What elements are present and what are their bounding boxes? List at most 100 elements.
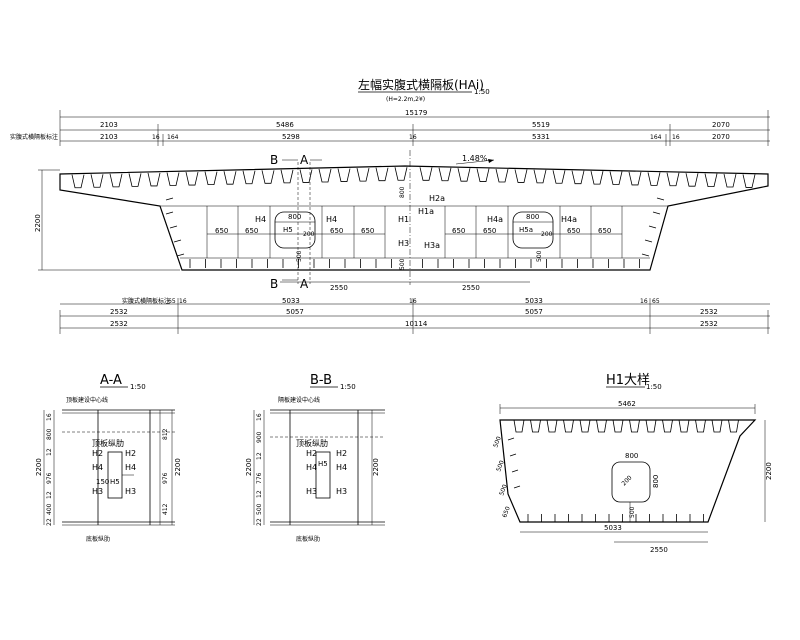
detail-h1: H1大样 1:50 5462 800 800 200 500 2200 5033… [492,373,773,554]
label-h4a-2: H4a [561,215,577,224]
label-h1: H1 [398,215,409,224]
bb-h5: H5 [318,460,328,468]
aa-d0: 16 [46,413,53,421]
web-tick [176,253,185,257]
cell-l4: 650 [361,227,374,235]
bb-d5: 500 [256,503,263,515]
h1-web-tick [511,469,519,473]
bdim-r0-f: 16 [640,298,648,305]
bdim-r1-a: 2532 [110,308,128,316]
dim-r2-b: 16 [152,134,160,141]
bb-d0: 16 [256,413,263,421]
h1-ld2: 500 [498,483,509,496]
bb-d1: 900 [256,431,263,443]
dim-r2-a: 2103 [100,133,118,141]
u-rib [666,172,680,187]
u-rib [457,168,471,182]
bb-height-r: 2200 [372,458,380,476]
web-tick [169,225,178,229]
h1-radius: 200 [620,474,633,487]
u-rib [318,168,332,183]
title-main: 左幅实腹式横隔板(HAi) [358,77,484,92]
aa-h2-l: H2 [92,449,103,458]
bb-height: 2200 [245,458,253,476]
aa-d6: 22 [46,518,53,526]
u-rib [280,169,294,184]
u-rib [242,170,256,185]
u-rib [723,173,737,188]
h1-bottom2: 2550 [650,546,668,554]
h1-u-rib [662,419,673,433]
h1-u-rib [579,419,591,433]
title-sub: (H=2.2m,2¥) [386,96,425,103]
u-rib [438,167,452,182]
cell-l3: 650 [330,227,343,235]
h1-scale: 1:50 [646,383,662,391]
h1-ld1: 500 [495,459,506,472]
u-rib [109,173,123,188]
bdim-r0-g: 65 [652,298,660,305]
h1-web-tick [513,485,521,489]
u-rib [419,167,433,181]
web-tick [641,253,650,257]
bb-title: B-B [310,373,332,388]
title-scale: 1:50 [474,88,490,96]
label-h5a: H5a [519,226,533,234]
dim-r2-f: 5331 [532,133,550,141]
dim-2550-r: 2550 [462,284,480,292]
top-dimension-lines: 15179 2103 5486 5519 2070 实腹式横隔板标注 2103 … [10,109,770,146]
u-rib [628,171,642,186]
main-cross-section [59,150,769,285]
main-labels: B A B A 1.48% 2200 H4 H4 H5 800 200 H1 H… [34,153,611,292]
label-h3: H3 [398,239,409,248]
h1-u-rib [728,419,739,433]
v500-left: 500 [296,250,303,262]
bb-h3-r: H3 [336,487,347,496]
u-rib [533,169,547,184]
h1-web-tick [509,453,517,457]
bdim-r2-b: 10114 [405,320,428,328]
height-label: 2200 [34,214,42,232]
web-tick [644,239,653,243]
bdim-r0-d: 16 [409,298,417,305]
cell-r4: 650 [598,227,611,235]
dim-r1-d: 2070 [712,121,730,129]
bdim-r2-a: 2532 [110,320,128,328]
bb-h4-r: H4 [336,463,347,472]
bdim-r1-b: 5057 [286,308,304,316]
cell-r2: 650 [483,227,496,235]
aa-d3: 976 [46,472,53,484]
section-b-b: B-B 1:50 隔板建设中心线 顶板纵肋 H2 H2 H4 H4 H5 H3 … [245,373,385,543]
bdim-r0-label: 实腹式横隔板标注 [122,297,170,305]
aa-d1: 800 [46,428,53,440]
u-rib [71,174,85,189]
h1-top-ribs [513,419,739,433]
h1-u-rib [695,419,706,433]
h1-title: H1大样 [606,373,650,388]
h1-open-w: 800 [625,452,638,460]
opening-r-r: 200 [541,231,553,238]
aa-r1: 976 [162,472,169,484]
bottom-dimension-lines: 实腹式横隔板标注 65 16 5033 16 5033 16 65 2532 5… [59,297,770,334]
web-tick [648,225,657,229]
web-stiffener-ticks [165,197,665,257]
bdim-r0-b: 16 [179,298,187,305]
u-rib [514,169,528,183]
u-rib [590,171,604,185]
bb-h2-l: H2 [306,449,317,458]
dim-r2-label: 实腹式横隔板标注 [10,133,58,141]
bdim-r2-c: 2532 [700,320,718,328]
cell-l1: 650 [215,227,228,235]
h1-u-rib [612,419,624,433]
u-rib [337,168,351,182]
u-rib [685,173,699,187]
opening-w-l: 800 [288,213,301,221]
u-rib [571,170,585,185]
aa-inner: 150 [96,478,109,486]
aa-d4: 12 [46,491,53,499]
web-tick [165,197,174,201]
bb-d6: 22 [256,518,263,526]
u-rib [356,168,370,182]
label-h4-l: H4 [255,215,266,224]
h1-bottom: 5033 [604,524,622,532]
